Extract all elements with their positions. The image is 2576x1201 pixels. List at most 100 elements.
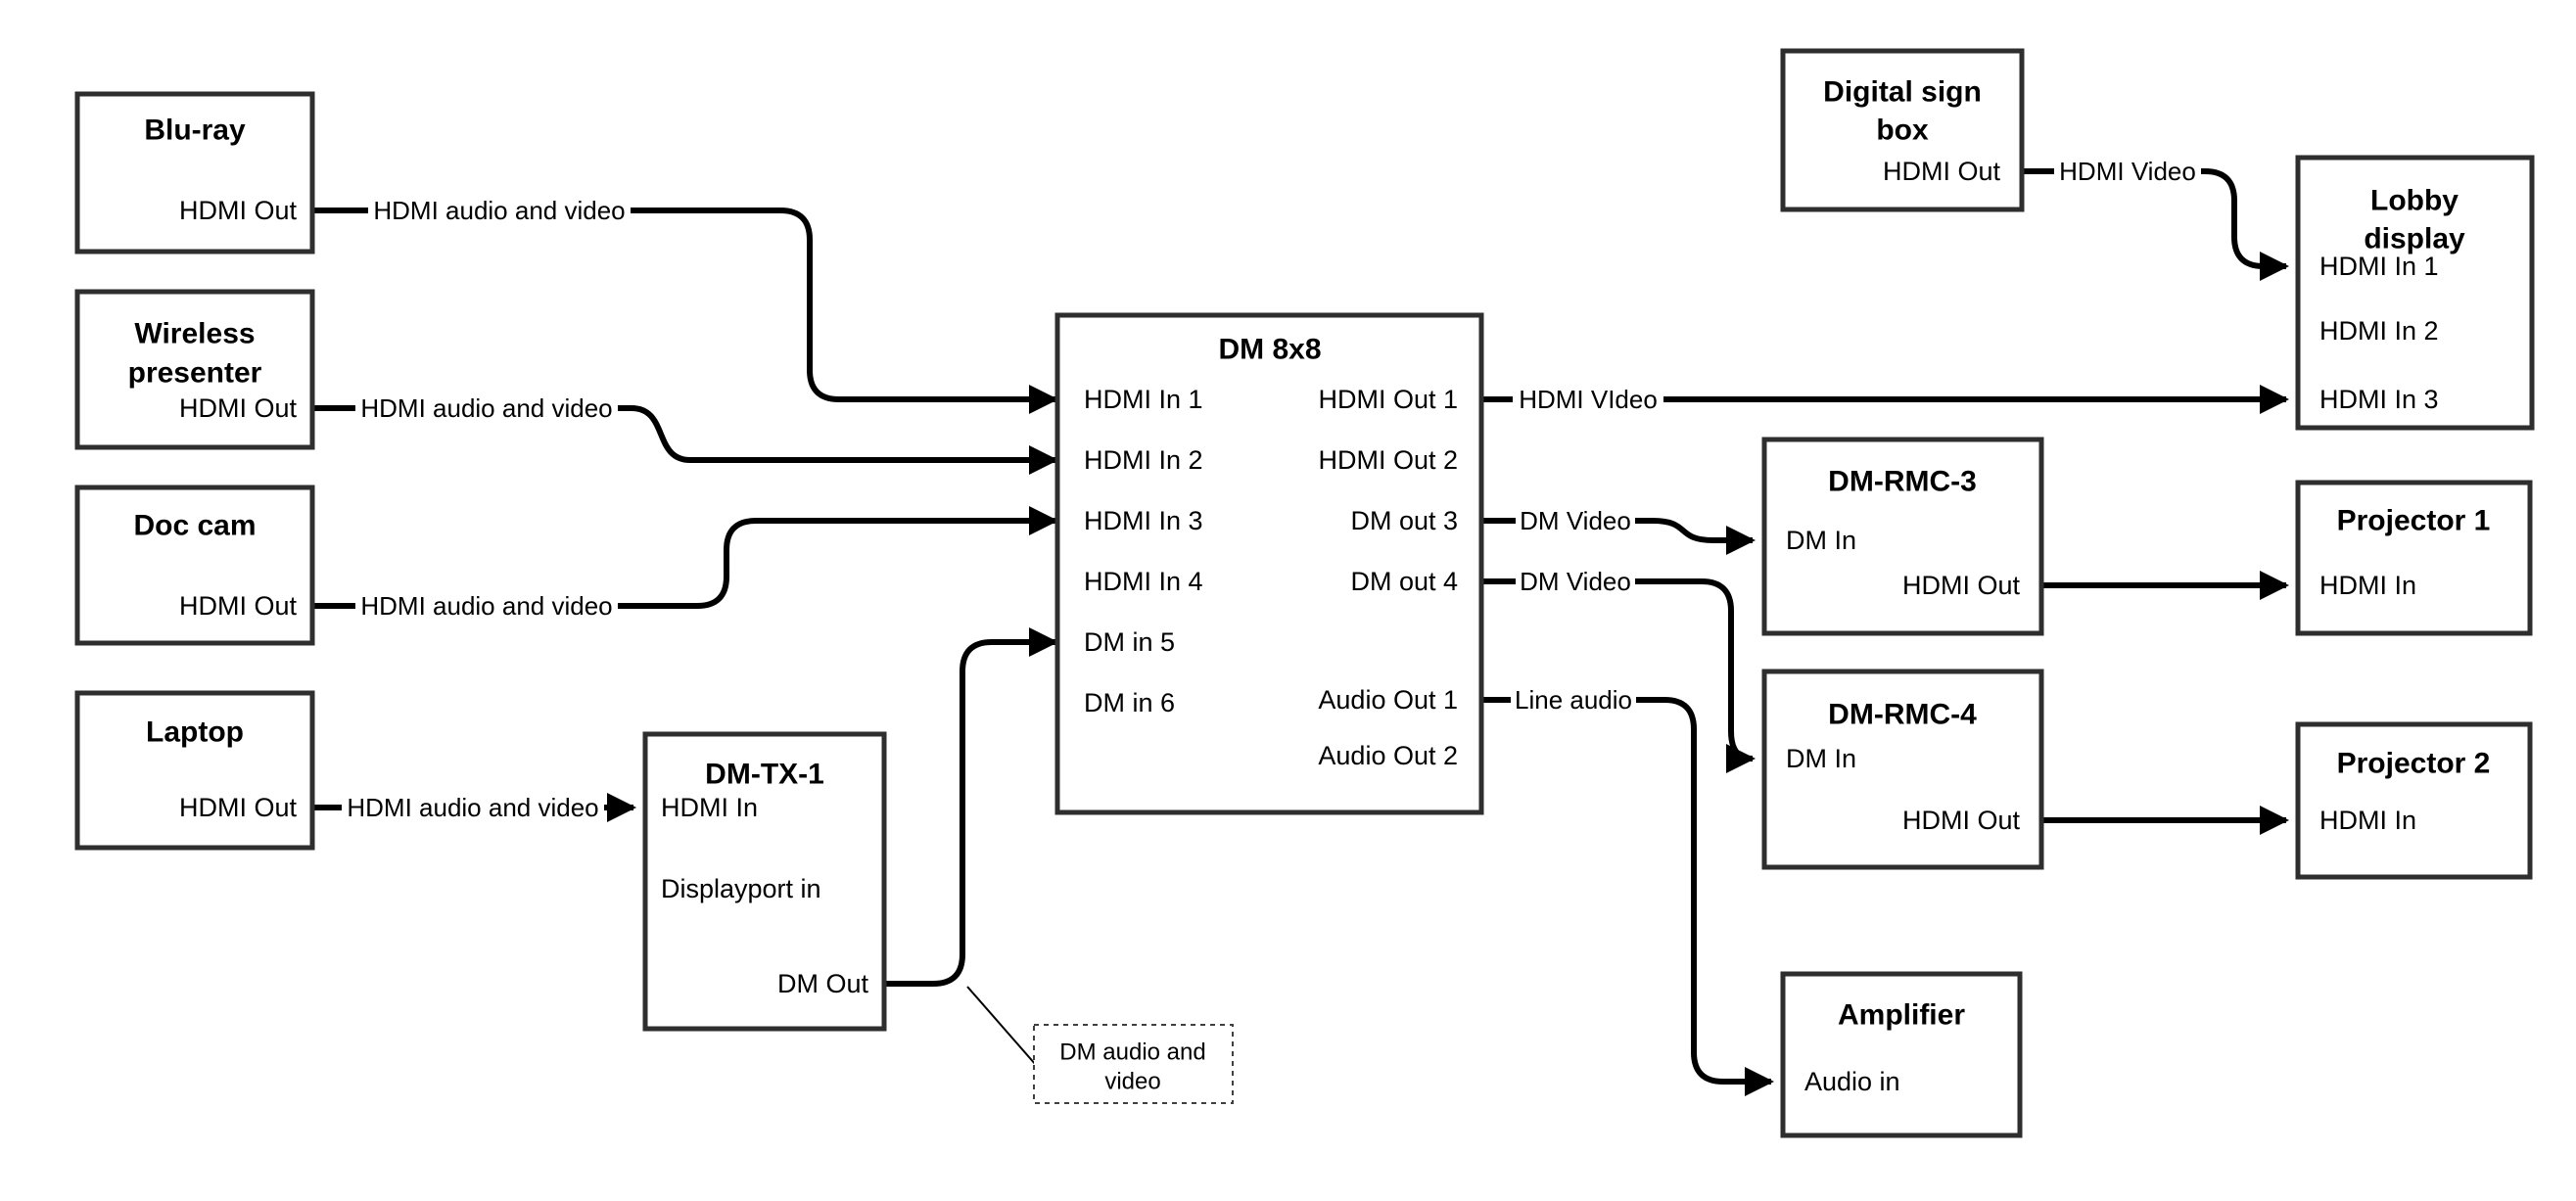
port-hdmi-out-1: HDMI Out 1 [1318,385,1458,414]
port-hdmi-in-1: HDMI In 1 [2319,252,2439,281]
port-hdmi-in: HDMI In [661,793,758,822]
edge-label-bg [368,194,631,227]
node-title: DM-RMC-3 [1828,466,1977,498]
edge-label: HDMI audio and video [360,591,612,621]
node-dm-tx-1: DM-TX-1 HDMI In Displayport in DM Out [642,731,887,1032]
callout-text-line-1: DM audio and [1059,1039,1205,1066]
port-hdmi-out: HDMI Out [1902,571,2021,600]
edge-line [312,405,1058,475]
node-title: DM-RMC-4 [1828,699,1977,731]
node-box [642,731,887,1032]
edge-label: HDMI audio and video [373,196,625,225]
callout-box [1033,1024,1234,1104]
port-hdmi-in-3: HDMI In 3 [1084,506,1203,535]
edge-label: HDMI VIdeo [1519,385,1658,414]
edge-label-bg [1516,504,1635,537]
edge-label-bg [355,589,618,623]
edge-dm8x8-hdmiout1-to-lobby-hdmi-in-3: HDMI VIdeo [1481,383,2289,416]
port-hdmi-out: HDMI Out [179,196,298,225]
node-box [1780,48,2025,212]
edge-line [312,506,1058,609]
node-box [74,289,315,450]
port-hdmi-in: HDMI In [2319,806,2416,835]
edge-line [1481,518,1756,555]
port-hdmi-in: HDMI In [2319,571,2416,600]
port-hdmi-in-2: HDMI In 2 [2319,316,2439,346]
node-amplifier: Amplifier Audio in [1780,971,2023,1138]
edge-label: HDMI audio and video [360,393,612,423]
port-dm-in: DM In [1786,526,1856,555]
edge-line [2022,168,2289,281]
edge-label: HDMI audio and video [347,793,598,822]
edge-dm8x8-dmout3-to-dmrmc3-dm-in: DM Video [1481,504,1756,555]
port-hdmi-out: HDMI Out [1902,806,2021,835]
edge-dmtx1-dmout-to-dm8x8-dm-in-5 [884,627,1058,987]
port-dm-out-3: DM out 3 [1350,506,1458,535]
edge-label: HDMI Video [2059,157,2196,186]
node-box [74,485,315,646]
node-dm-rmc-4: DM-RMC-4 DM In HDMI Out [1761,669,2044,870]
port-hdmi-in-3: HDMI In 3 [2319,385,2439,414]
node-dm-8x8: DM 8x8 HDMI In 1 HDMI In 2 HDMI In 3 HDM… [1054,312,1484,815]
edge-digitalsign-to-lobby-hdmi-in-1: HDMI Video [2022,155,2289,281]
edges: HDMI audio and video HDMI audio and vide… [312,155,2289,1096]
port-hdmi-out: HDMI Out [1883,157,2001,186]
port-hdmi-in-4: HDMI In 4 [1084,567,1203,596]
edge-label-bg [1513,383,1663,416]
node-title: DM 8x8 [1218,334,1321,366]
node-title-line-1: Wireless [134,318,255,350]
node-doc-cam: Doc cam HDMI Out [74,485,315,646]
edge-wireless-to-dm8x8-hdmi-in-2: HDMI audio and video [312,392,1058,475]
node-title: Amplifier [1838,999,1965,1032]
port-displayport-in: Displayport in [661,874,821,903]
edge-doccam-to-dm8x8-hdmi-in-3: HDMI audio and video [312,506,1058,623]
port-audio-out-1: Audio Out 1 [1318,685,1458,715]
edge-label: DM Video [1520,567,1631,596]
node-lobby-display: Lobby display HDMI In 1 HDMI In 2 HDMI I… [2295,155,2535,431]
edge-label: DM Video [1520,506,1631,535]
node-box [1054,312,1484,815]
port-hdmi-out: HDMI Out [179,793,298,822]
port-hdmi-out: HDMI Out [179,591,298,621]
node-box [2295,480,2533,636]
node-title: Blu-ray [144,115,246,147]
edge-dm8x8-audioout1-to-amplifier-audio-in: Line audio [1481,683,1774,1096]
port-hdmi-in-2: HDMI In 2 [1084,445,1203,475]
edge-label-bg [1511,683,1636,716]
port-audio-out-2: Audio Out 2 [1318,741,1458,770]
node-title: Laptop [146,716,244,749]
port-hdmi-in-1: HDMI In 1 [1084,385,1203,414]
nodes: Blu-ray HDMI Out Wireless presenter HDMI… [74,48,2535,1138]
callout-dm-audio-and-video: DM audio and video [966,986,1234,1104]
edge-line [312,208,1058,414]
node-title-line-1: Digital sign [1823,76,1982,109]
port-dm-in-5: DM in 5 [1084,627,1175,657]
edge-label-bg [1516,565,1635,598]
node-title: DM-TX-1 [705,759,824,791]
port-hdmi-out-2: HDMI Out 2 [1318,445,1458,475]
node-box [1761,669,2044,870]
node-laptop: Laptop HDMI Out [74,690,315,851]
callout-text-line-2: video [1104,1069,1160,1095]
port-audio-in: Audio in [1804,1067,1900,1096]
edge-label: Line audio [1515,685,1632,715]
node-box [2295,155,2535,431]
node-title-line-2: box [1876,115,1929,147]
edge-line [884,627,1058,987]
port-dm-out: DM Out [777,969,869,998]
edge-label-bg [2054,155,2201,188]
port-dm-out-4: DM out 4 [1350,567,1458,596]
callout-leader-line [966,986,1037,1066]
edge-line [1481,578,1756,773]
node-box [74,690,315,851]
port-dm-in: DM In [1786,744,1856,773]
edge-line [1481,697,1774,1096]
edge-dm8x8-dmout4-to-dmrmc4-dm-in: DM Video [1481,565,1756,773]
node-title-line-1: Lobby [2370,185,2459,217]
node-digital-sign-box: Digital sign box HDMI Out [1780,48,2025,212]
edge-bluray-to-dm8x8-hdmi-in-1: HDMI audio and video [312,194,1058,414]
node-bluray: Blu-ray HDMI Out [74,91,315,254]
edge-label-bg [355,392,618,425]
port-hdmi-out: HDMI Out [179,393,298,423]
